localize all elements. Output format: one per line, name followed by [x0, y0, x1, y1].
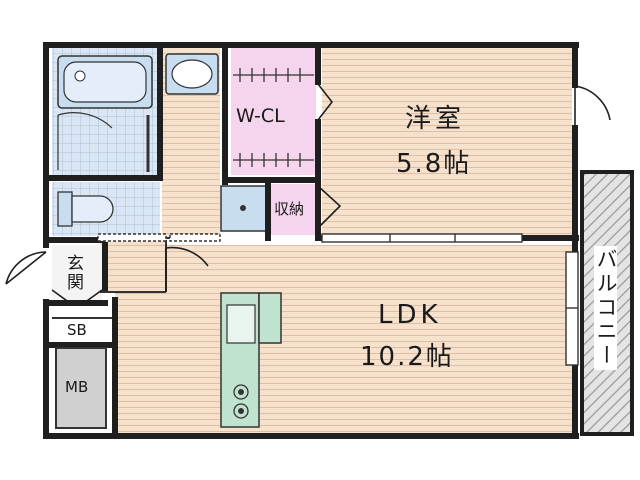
- walls: [43, 42, 579, 439]
- entrance-floor: [52, 245, 102, 303]
- bathtub: [57, 55, 153, 109]
- kitchen-counter: [220, 292, 282, 428]
- western-room-floor: [322, 48, 572, 235]
- balcony-label: バルコニー: [594, 246, 618, 370]
- ldk-floor: [115, 245, 572, 433]
- meter-box-label: MB: [65, 378, 89, 396]
- closet-hanger-rails: [233, 68, 314, 167]
- washbasin: [165, 53, 219, 95]
- swing-doors: [5, 83, 611, 304]
- walk-in-closet-label: W-CL: [236, 105, 285, 127]
- walk-in-closet-floor: [231, 48, 316, 175]
- hallway-floor-lower: [100, 238, 166, 293]
- ldk-size: 10.2帖: [360, 342, 454, 372]
- washing-machine-space: [220, 185, 267, 232]
- western-room-size: 5.8帖: [396, 149, 472, 179]
- western-room-name: 洋室: [405, 104, 466, 134]
- storage-label: 収納: [274, 200, 305, 218]
- sliding-doors: [97, 233, 579, 366]
- bath-door: [57, 112, 150, 172]
- storage-floor: [271, 184, 315, 235]
- toilet: [57, 191, 114, 227]
- shoe-box-label: SB: [67, 321, 87, 339]
- meter-box-fill: [56, 348, 106, 428]
- entrance-label: 玄関: [63, 254, 83, 292]
- ldk-name: LDK: [378, 300, 442, 330]
